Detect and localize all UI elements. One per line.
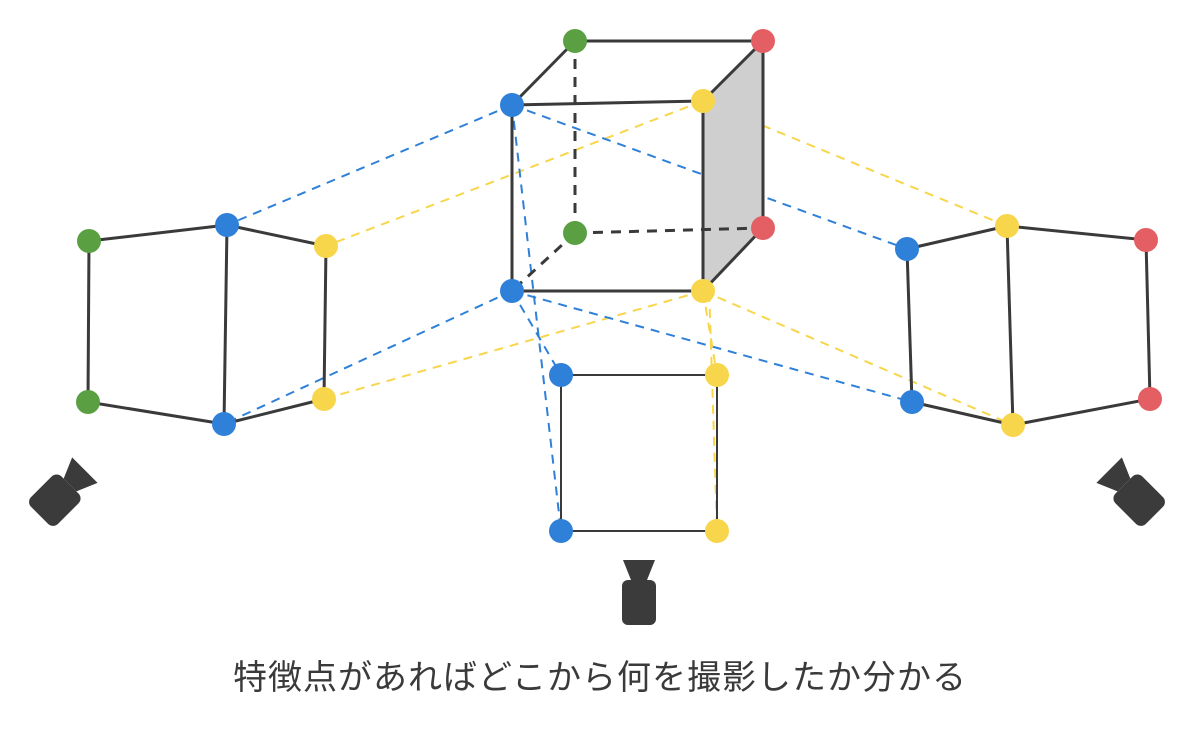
cube-edge bbox=[511, 99, 704, 107]
camera-icon-left bbox=[29, 457, 98, 526]
cube-hidden-edge bbox=[574, 226, 764, 235]
feature-point-yellow bbox=[312, 387, 336, 411]
feature-point-red bbox=[751, 29, 775, 53]
cube-edge bbox=[701, 39, 765, 103]
camera-icon-right bbox=[1096, 457, 1165, 526]
feature-point-green bbox=[563, 29, 587, 53]
feature-point-blue bbox=[549, 519, 573, 543]
feature-point-yellow bbox=[705, 363, 729, 387]
cube-3d bbox=[500, 29, 775, 303]
projection-line-yellow-left-bottom bbox=[323, 290, 704, 400]
cube-edge bbox=[510, 39, 577, 107]
projection-line-blue-right-bottom bbox=[511, 290, 913, 403]
view-right bbox=[895, 214, 1162, 437]
feature-point-yellow bbox=[691, 89, 715, 113]
feature-point-yellow bbox=[705, 519, 729, 543]
feature-point-green bbox=[563, 221, 587, 245]
cube-shaded-face bbox=[703, 41, 763, 291]
feature-point-blue bbox=[500, 93, 524, 117]
feature-point-blue bbox=[900, 390, 924, 414]
feature-point-blue bbox=[215, 213, 239, 237]
feature-point-red bbox=[751, 216, 775, 240]
projection-line-blue-left-top bbox=[226, 104, 513, 226]
feature-point-blue bbox=[500, 279, 524, 303]
projection-lines bbox=[223, 100, 1014, 532]
projection-line-blue-bottom-top bbox=[511, 104, 562, 532]
projection-line-yellow-left-top bbox=[325, 100, 704, 247]
feature-point-green bbox=[76, 390, 100, 414]
projection-line-blue-bottom-bottom bbox=[511, 290, 562, 376]
projection-line-yellow-bottom-bottom bbox=[702, 290, 718, 376]
feature-point-red bbox=[1134, 228, 1158, 252]
cube-edge bbox=[701, 226, 765, 293]
camera-icon-center bbox=[622, 560, 656, 625]
feature-point-yellow bbox=[691, 279, 715, 303]
feature-point-blue bbox=[212, 412, 236, 436]
projection-line-blue-left-bottom bbox=[223, 290, 513, 425]
view-left bbox=[76, 213, 338, 436]
feature-point-blue bbox=[895, 237, 919, 261]
projection-line-yellow-right-bottom bbox=[702, 290, 1014, 426]
feature-point-yellow bbox=[314, 234, 338, 258]
cube-hidden-edge bbox=[510, 231, 577, 293]
feature-point-yellow bbox=[1001, 413, 1025, 437]
caption: 特徴点があればどこから何を撮影したか分かる bbox=[233, 658, 967, 698]
view-bottom bbox=[549, 363, 729, 543]
feature-point-red bbox=[1138, 387, 1162, 411]
feature-point-green bbox=[77, 229, 101, 253]
feature-point-blue bbox=[549, 363, 573, 387]
feature-point-yellow bbox=[995, 214, 1019, 238]
